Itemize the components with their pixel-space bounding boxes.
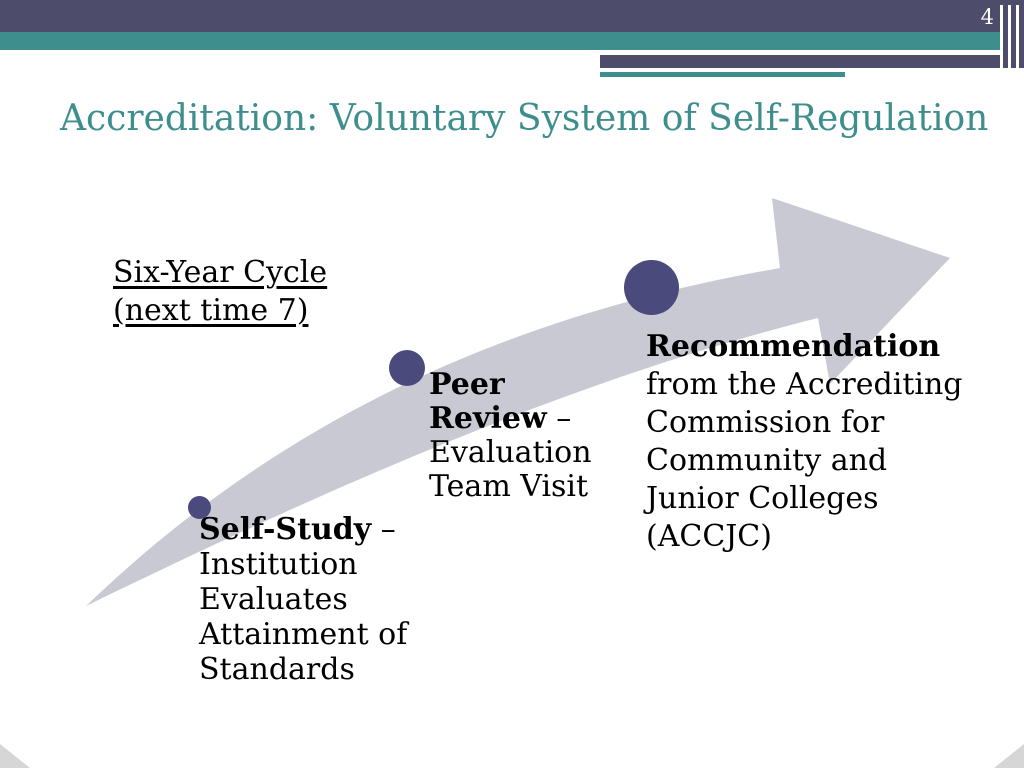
stage-line: Team Visit — [429, 469, 589, 504]
stage-line: (ACCJC) — [646, 519, 772, 554]
stage-2-circle-marker-icon — [389, 350, 425, 386]
stage-line: Recommendation — [646, 329, 941, 364]
stage-line: Attainment of — [199, 617, 408, 652]
bottom-left-corner-decoration — [0, 744, 30, 768]
stage-1-circle-marker-icon — [188, 496, 211, 519]
stage-line: Review – — [429, 401, 572, 436]
corner-stripes-decoration — [1000, 5, 1024, 68]
page-number: 4 — [980, 5, 994, 29]
stage-line: Peer — [429, 367, 505, 402]
stage-3-circle-marker-icon — [624, 260, 679, 315]
header-bar-dark: 4 — [0, 0, 1024, 32]
stage-recommendation-label: Recommendation from the Accrediting Comm… — [646, 328, 963, 556]
stage-line: Self-Study – — [199, 512, 396, 547]
stage-self-study-label: Self-Study – Institution Evaluates Attai… — [199, 512, 407, 687]
header-bar-teal — [0, 32, 1024, 50]
stage-line: Evaluation — [429, 435, 592, 470]
stage-line: Standards — [199, 652, 355, 687]
bottom-right-corner-decoration — [994, 744, 1024, 768]
cycle-label: Six-Year Cycle (next time 7) — [113, 254, 327, 330]
stage-line: from the Accrediting — [646, 367, 963, 402]
stage-line: Evaluates — [199, 582, 348, 617]
slide-title: Accreditation: Voluntary System of Self-… — [60, 98, 989, 139]
stage-line: Commission for — [646, 405, 885, 440]
stage-line: Junior Colleges — [646, 481, 879, 516]
cycle-label-line: (next time 7) — [113, 293, 309, 328]
stage-line: Community and — [646, 443, 888, 478]
header-bar-teal-right — [600, 72, 845, 77]
cycle-label-line: Six-Year Cycle — [113, 255, 328, 290]
stage-line: Institution — [199, 547, 358, 582]
stage-peer-review-label: Peer Review – Evaluation Team Visit — [429, 368, 592, 504]
header-bar-dark-right — [600, 55, 1024, 68]
